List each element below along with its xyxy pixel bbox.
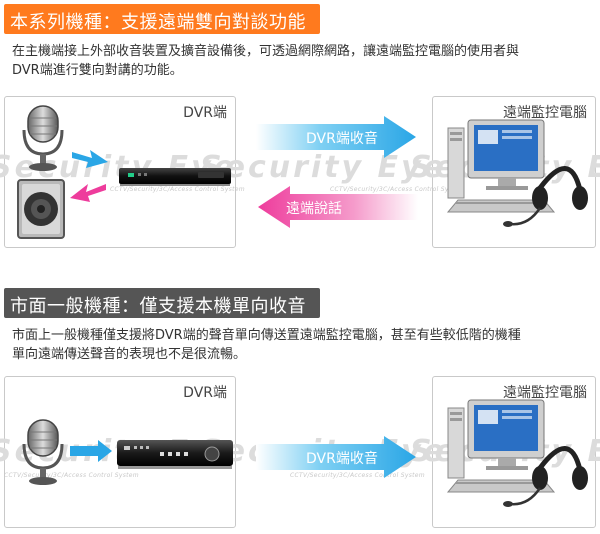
receive-arrow-label: DVR端收音: [306, 131, 378, 147]
speaker-icon: [17, 179, 65, 239]
dvr-box-label: DVR端: [183, 385, 227, 401]
watermark-subtext: CCTV/Security/3C/Access Control System: [4, 472, 139, 479]
dvr-device-icon: [119, 168, 231, 186]
section2-desc-line1: 市面上一般機種僅支援將DVR端的聲音單向傳送置遠端監控電腦，甚至有些較低階的機種: [12, 328, 521, 343]
section2-header: 市面一般機種：僅支援本機單向收音: [4, 288, 320, 318]
talk-arrow-label: 遠端說話: [286, 201, 342, 217]
small-arrow-right-icon: [72, 150, 108, 168]
microphone-icon: [22, 105, 64, 171]
microphone-icon: [22, 419, 64, 485]
dvr-box-label: DVR端: [183, 105, 227, 121]
watermark-subtext: CCTV/Security/3C/Access Control System: [290, 472, 425, 479]
remote-box-label: 遠端監控電腦: [503, 385, 587, 401]
talk-arrow-icon: [258, 186, 418, 228]
dvr-device-icon: [117, 440, 233, 469]
section1-desc-line1: 在主機端接上外部收音裝置及擴音設備後，可透過網際網路，讓遠端監控電腦的使用者與: [12, 44, 520, 59]
small-arrow-left-icon: [70, 184, 106, 202]
computer-headset-icon: [446, 399, 588, 507]
section1-title: 本系列機種：支援遠端雙向對談功能: [10, 12, 306, 33]
small-arrow-right-icon: [70, 440, 112, 462]
section1-desc-line2: DVR端進行雙向對講的功能。: [12, 63, 183, 78]
watermark-subtext: CCTV/Security/3C/Access Control System: [330, 186, 465, 193]
computer-headset-icon: [446, 119, 588, 227]
section1-header: 本系列機種：支援遠端雙向對談功能: [4, 4, 320, 34]
receive-arrow-icon: [256, 116, 416, 158]
receive-arrow-icon: [256, 436, 416, 478]
receive-arrow-label: DVR端收音: [306, 451, 378, 467]
watermark-subtext: CCTV/Security/3C/Access Control System: [110, 186, 245, 193]
remote-box-label: 遠端監控電腦: [503, 105, 587, 121]
section2-desc-line2: 單向遠端傳送聲音的表現也不是很流暢。: [12, 347, 247, 362]
watermark-text: Security Eye: [200, 150, 447, 185]
section2-title: 市面一般機種：僅支援本機單向收音: [10, 296, 306, 317]
